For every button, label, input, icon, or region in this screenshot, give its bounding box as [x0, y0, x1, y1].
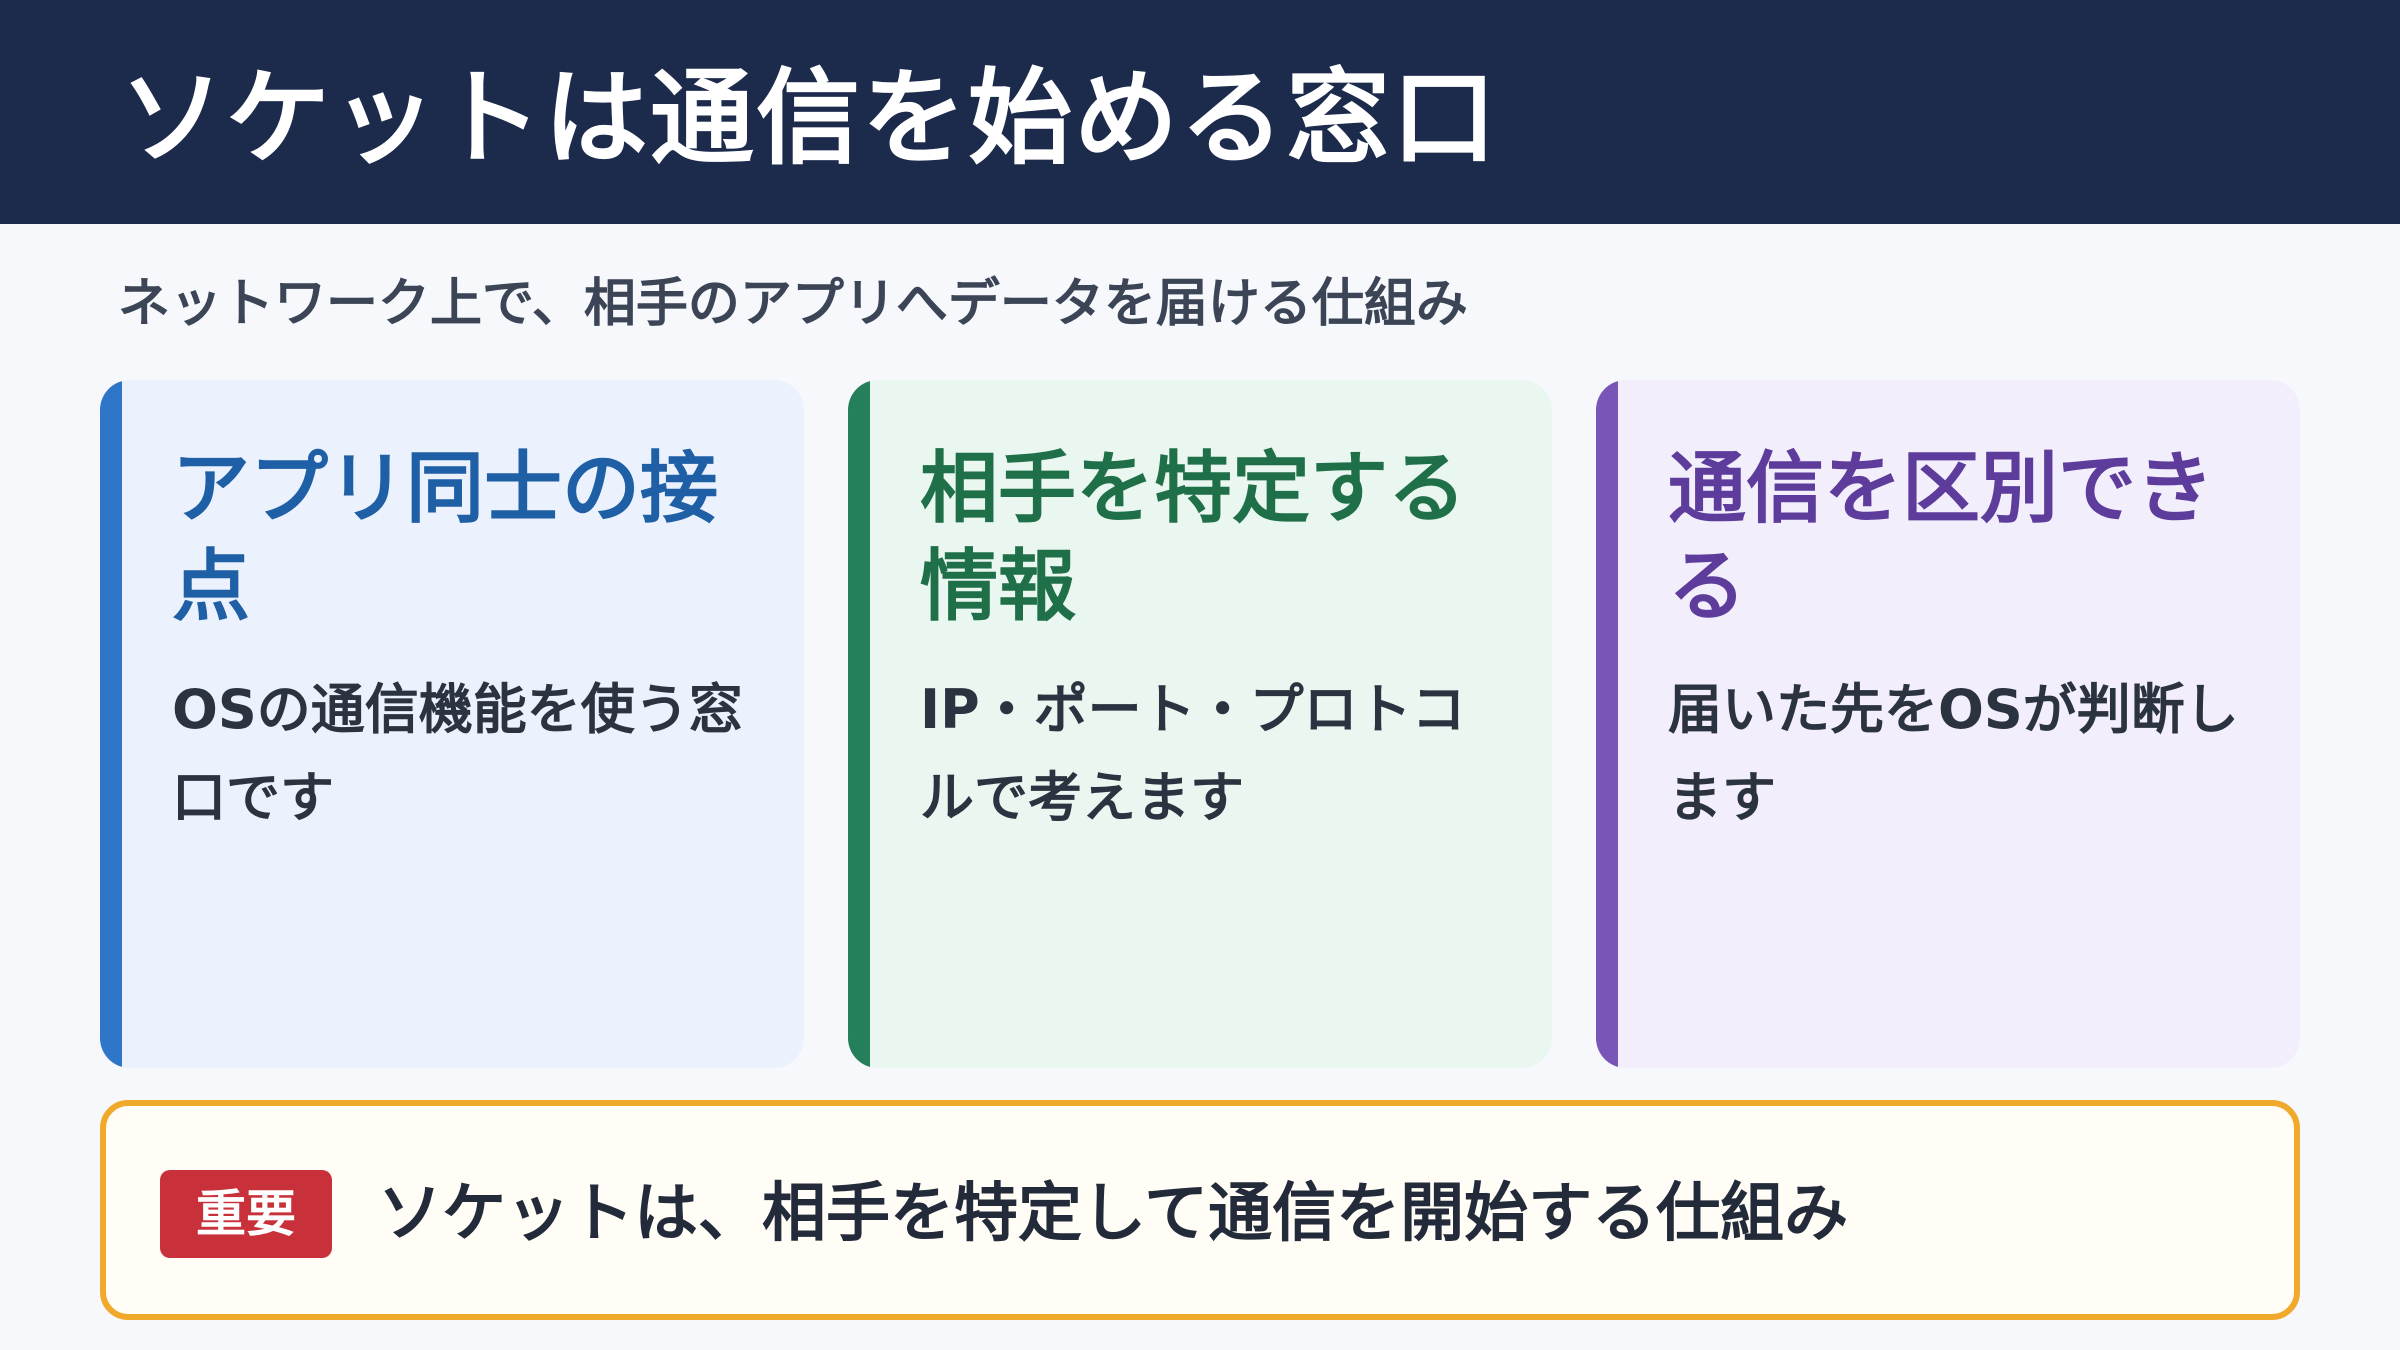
key-point-text: ソケットは、相手を特定して通信を開始する仕組み [378, 1177, 1849, 1251]
card-app-contact: アプリ同士の接点 OSの通信機能を使う窓口です [100, 380, 804, 1068]
card-accent-bar [848, 380, 870, 1068]
page-title: ソケットは通信を始める窓口 [120, 57, 1499, 179]
important-badge: 重要 [160, 1170, 332, 1258]
card-body: IP・ポート・プロトコルで考えます [920, 678, 1466, 829]
card-accent-bar [100, 380, 122, 1068]
card-title: アプリ同士の接点 [172, 444, 719, 632]
page-subtitle: ネットワーク上で、相手のアプリへデータを届ける仕組み [118, 274, 1468, 334]
card-title: 通信を区別できる [1668, 444, 2215, 632]
card-accent-bar [1596, 380, 1618, 1068]
card-identify-peer: 相手を特定する情報 IP・ポート・プロトコルで考えます [848, 380, 1552, 1068]
card-body: 届いた先をOSが判断します [1668, 678, 2239, 829]
card-distinguish-traffic: 通信を区別できる 届いた先をOSが判断します [1596, 380, 2300, 1068]
card-body: OSの通信機能を使う窓口です [172, 678, 743, 829]
header: ソケットは通信を始める窓口 [0, 0, 2400, 224]
key-point-box: 重要 ソケットは、相手を特定して通信を開始する仕組み [100, 1100, 2300, 1320]
card-title: 相手を特定する情報 [920, 444, 1467, 632]
